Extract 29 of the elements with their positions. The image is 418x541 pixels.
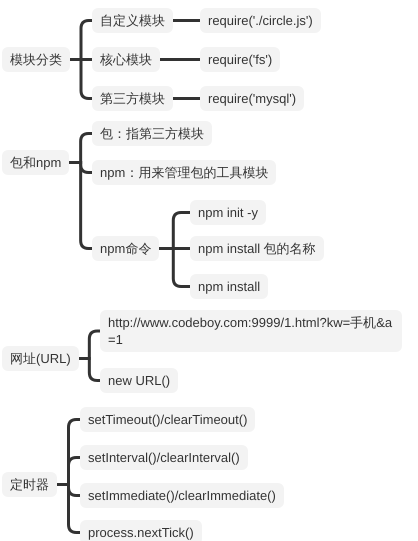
topic-box: npm：用来管理包的工具模块	[92, 160, 276, 185]
topic-box: 包：指第三方模块	[92, 121, 212, 146]
topic-box: 核心模块	[92, 47, 160, 72]
topic-box: require('fs')	[200, 47, 280, 72]
topic-box: process.nextTick()	[80, 520, 202, 541]
topic-box: require('./circle.js')	[200, 8, 321, 33]
topic-box: setTimeout()/clearTimeout()	[80, 407, 256, 432]
connector-line	[158, 58, 202, 61]
topic-box: npm install	[190, 274, 268, 299]
topic-box: npm install 包的名称	[190, 236, 324, 261]
topic-box: 第三方模块	[92, 86, 173, 111]
topic-box: http://www.codeboy.com:9999/1.html?kw=手机&a=1	[100, 310, 402, 352]
topic-box: 模块分类	[2, 47, 70, 72]
connector-line	[68, 161, 94, 250]
topic-box: setImmediate()/clearImmediate()	[80, 483, 284, 508]
topic-box: require('mysql')	[200, 86, 304, 111]
topic-box: npm init -y	[190, 200, 266, 225]
topic-box: npm命令	[92, 236, 160, 261]
connector-line	[172, 19, 202, 22]
topic-box: 网址(URL)	[2, 346, 79, 371]
connector-line	[172, 97, 202, 100]
topic-box: 自定义模块	[92, 8, 173, 33]
connector-line	[158, 247, 192, 288]
topic-box: new URL()	[100, 368, 178, 393]
connector-line	[68, 58, 94, 100]
topic-box: setInterval()/clearInterval()	[80, 445, 248, 470]
connector-line	[77, 357, 102, 382]
topic-box: 包和npm	[2, 150, 70, 175]
topic-box: 定时器	[2, 472, 57, 497]
